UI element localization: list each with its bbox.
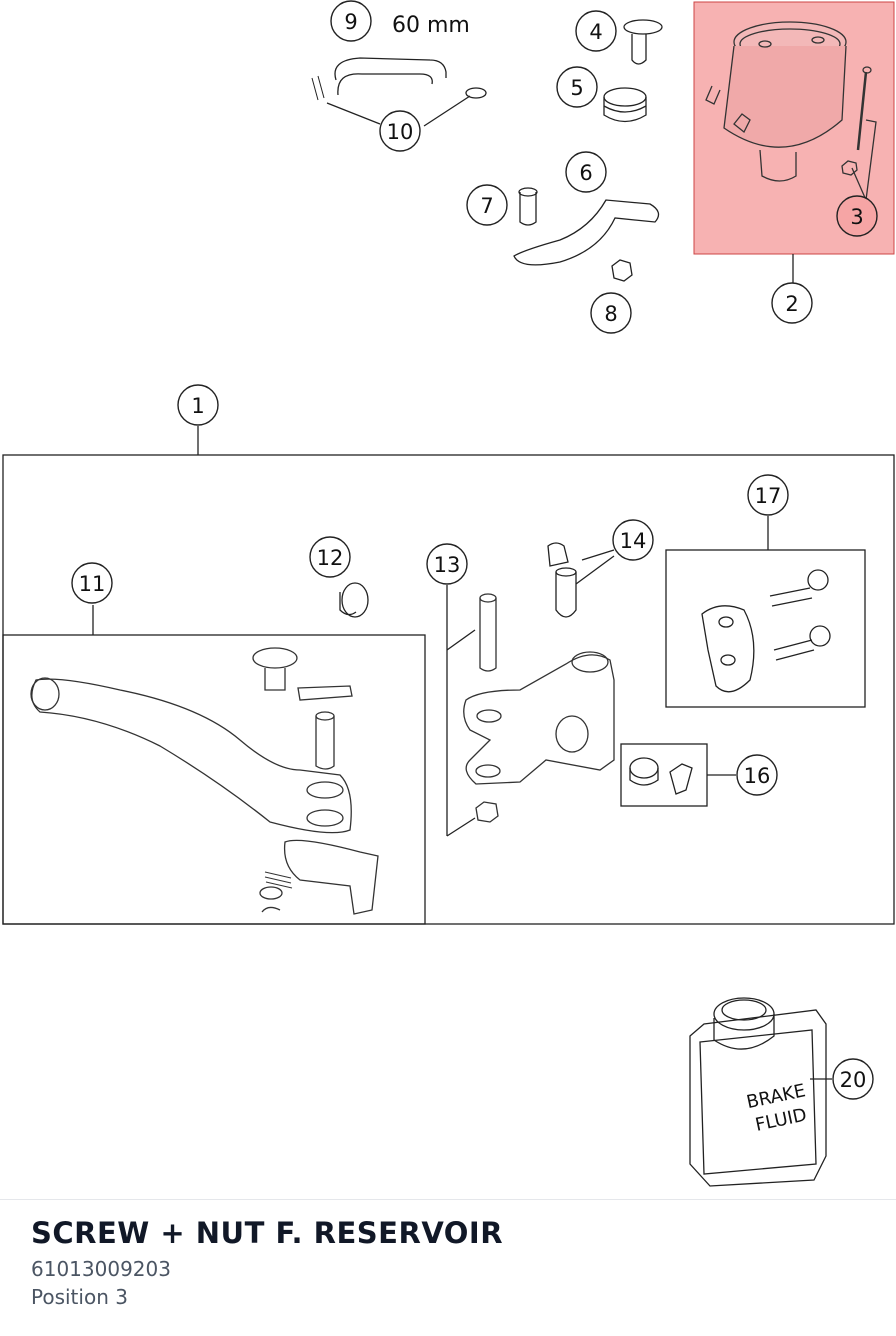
- part-number: 61013009203: [31, 1257, 171, 1281]
- part-12-drawing: [339, 582, 369, 618]
- part-6-bracket: [513, 199, 660, 266]
- brake-hose-drawing: [334, 57, 447, 96]
- lever-drawing: [30, 647, 379, 915]
- reservoir-drawing: [705, 21, 847, 182]
- callout-3[interactable]: 3: [836, 195, 878, 237]
- part-5-drawing: [603, 87, 647, 123]
- hose-length-label: 60 mm: [392, 13, 470, 38]
- callout-12[interactable]: 12: [309, 536, 351, 578]
- svg-text:2: 2: [785, 292, 798, 316]
- svg-text:12: 12: [317, 546, 344, 570]
- callout-2[interactable]: 2: [771, 282, 813, 324]
- reservoir-screw-and-nut[interactable]: [841, 66, 877, 201]
- brake-fluid-can: [689, 997, 827, 1187]
- selected-part-panel: SCREW + NUT F. RESERVOIR 61013009203 Pos…: [0, 1199, 896, 1336]
- callout-6[interactable]: 6: [565, 151, 607, 193]
- callout-13[interactable]: 13: [426, 543, 468, 585]
- callout-16[interactable]: 16: [736, 754, 778, 796]
- svg-text:9: 9: [344, 10, 357, 34]
- part-14-drawing: [547, 542, 577, 618]
- master-cylinder-drawing: [463, 593, 615, 823]
- callout-14[interactable]: 14: [612, 519, 654, 561]
- part-8-nut: [611, 259, 633, 282]
- svg-text:11: 11: [79, 572, 106, 596]
- svg-text:20: 20: [840, 1068, 867, 1092]
- callout-17[interactable]: 17: [747, 474, 789, 516]
- callout-11[interactable]: 11: [71, 562, 113, 604]
- part-title: SCREW + NUT F. RESERVOIR: [31, 1216, 504, 1250]
- assembly-16-box: [620, 743, 708, 807]
- part-position: Position 3: [31, 1285, 128, 1309]
- svg-text:10: 10: [387, 120, 414, 144]
- part-17-drawing: [701, 569, 831, 693]
- assembly-17-box: [665, 549, 866, 708]
- svg-text:16: 16: [744, 764, 771, 788]
- svg-text:4: 4: [589, 20, 602, 44]
- callout-9[interactable]: 9: [330, 0, 372, 42]
- callout-10[interactable]: 10: [379, 110, 421, 152]
- exploded-parts-diagram: 9 10 4 5 6 7 8 3 2 1 17 12 13 14 11 16 2…: [2, 0, 895, 1187]
- svg-text:6: 6: [579, 161, 592, 185]
- part-7-bolt: [518, 187, 538, 226]
- assembly-1-box: [2, 454, 895, 925]
- svg-text:17: 17: [755, 484, 782, 508]
- assembly-11-box: [2, 634, 426, 925]
- callout-4[interactable]: 4: [575, 10, 617, 52]
- svg-text:13: 13: [434, 553, 461, 577]
- svg-text:3: 3: [850, 205, 863, 229]
- svg-text:5: 5: [570, 76, 583, 100]
- callout-8[interactable]: 8: [590, 292, 632, 334]
- callout-7[interactable]: 7: [466, 184, 508, 226]
- svg-text:14: 14: [620, 529, 647, 553]
- part-4-drawing: [623, 19, 663, 65]
- callout-5[interactable]: 5: [556, 66, 598, 108]
- part-16-drawing: [629, 757, 693, 795]
- callout-20[interactable]: 20: [832, 1058, 874, 1100]
- callout-1[interactable]: 1: [177, 384, 219, 426]
- svg-text:8: 8: [604, 302, 617, 326]
- svg-text:1: 1: [191, 394, 204, 418]
- svg-text:7: 7: [480, 194, 493, 218]
